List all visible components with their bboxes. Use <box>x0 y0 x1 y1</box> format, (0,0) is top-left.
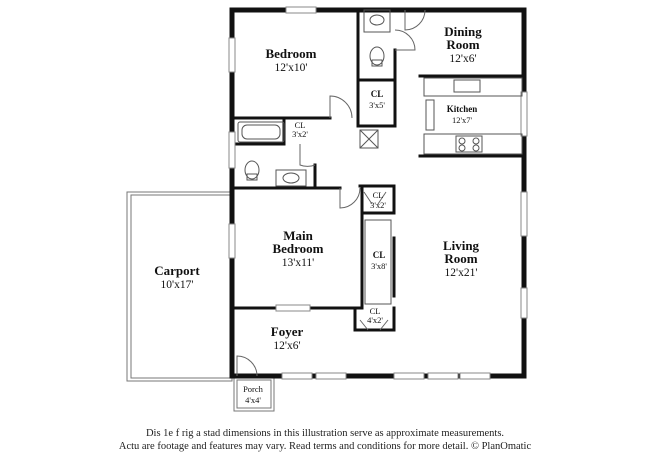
foyer-name: Foyer <box>271 324 304 339</box>
main-bedroom-name-1: Main <box>283 228 313 243</box>
living-name-2: Room <box>444 251 477 266</box>
fixtures <box>237 9 523 305</box>
closet-foyer-dim: 4'x2' <box>367 315 383 325</box>
porch-outline <box>233 376 275 412</box>
closet-hall-name: CL <box>371 89 384 99</box>
main-bedroom-dim: 13'x11' <box>282 257 314 269</box>
bedroom-name: Bedroom <box>265 46 316 61</box>
closet-top-dim: 3'x2' <box>370 200 386 210</box>
bedroom-dim: 12'x10' <box>275 62 308 74</box>
dining-name-2: Room <box>446 37 479 52</box>
living-name-1: Living <box>443 238 480 253</box>
closet-foyer-name: CL <box>370 306 381 316</box>
foyer-dim: 12'x6' <box>273 340 300 352</box>
kitchen-dim: 12'x7' <box>452 115 473 125</box>
windows <box>228 6 528 380</box>
disclaimer-line-1: Dis 1e f rig a stad dimensions in this i… <box>145 428 505 439</box>
living-dim: 12'x21' <box>445 267 478 279</box>
carport-dim: 10'x17' <box>161 279 194 291</box>
interior-walls <box>230 8 526 332</box>
closet-top-name: CL <box>373 190 384 200</box>
closet-mid-dim: 3'x8' <box>371 261 387 271</box>
porch-dim: 4'x4' <box>245 395 261 405</box>
closet-bath-name: CL <box>295 120 306 130</box>
room-labels: Bedroom 12'x10' Dining Room 12'x6' Kitch… <box>154 24 482 405</box>
closet-bath-dim: 3'x2' <box>292 129 308 139</box>
main-bedroom-name-2: Bedroom <box>272 241 323 256</box>
kitchen-name: Kitchen <box>447 104 478 114</box>
closet-mid-name: CL <box>373 250 386 260</box>
porch-name: Porch <box>243 384 264 394</box>
dining-name-1: Dining <box>444 24 482 39</box>
disclaimer-line-2: Actu are footage and features may vary. … <box>118 441 532 452</box>
carport-name: Carport <box>154 263 200 278</box>
dining-dim: 12'x6' <box>449 53 476 65</box>
doors <box>236 9 426 377</box>
closet-hall-dim: 3'x5' <box>369 100 385 110</box>
